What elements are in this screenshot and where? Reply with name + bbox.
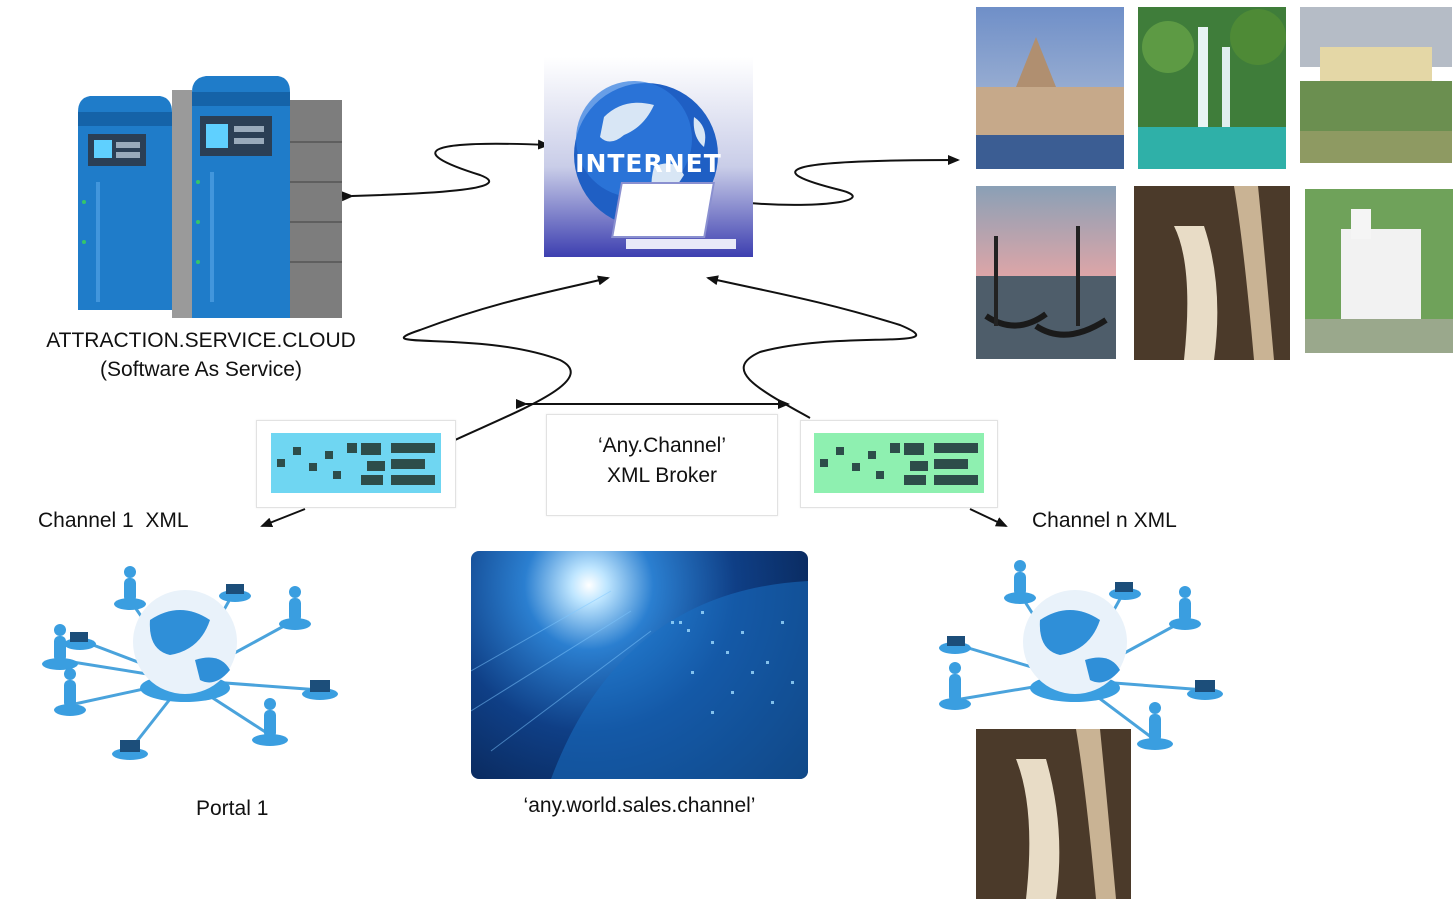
xml-badge-channel-1 xyxy=(256,420,456,508)
xml-barcode-icon xyxy=(271,433,441,493)
palace-photo xyxy=(1300,7,1452,163)
globe-network-people-icon xyxy=(42,566,338,760)
world-sales-channel-image xyxy=(471,551,808,779)
xml-badge-channel-n xyxy=(800,420,998,508)
xml-barcode-icon xyxy=(814,433,984,493)
broker-left-internet-link xyxy=(402,275,610,441)
city-parliament-photo xyxy=(976,7,1124,169)
to-channel-n-arrow xyxy=(969,508,1008,527)
sales-channel-label: ‘any.world.sales.channel’ xyxy=(523,794,756,817)
channel-n-label: Channel n XML xyxy=(1032,509,1177,532)
globe-network-people-icon xyxy=(939,560,1223,750)
cloud-title: ATTRACTION.SERVICE.CLOUD xyxy=(46,329,356,352)
portal-label: Portal 1 xyxy=(196,797,269,820)
internet-icon: INTERNET xyxy=(544,57,753,257)
internet-label: INTERNET xyxy=(575,149,722,178)
server-rack-icon xyxy=(78,76,342,318)
to-channel-1-arrow xyxy=(260,508,306,527)
broker-right-internet-link xyxy=(706,275,918,419)
xml-broker-box: ‘Any.Channel’ XML Broker xyxy=(546,414,778,516)
channel-1-label: Channel 1 XML xyxy=(38,509,189,532)
broker-line-1: ‘Any.Channel’ xyxy=(597,434,727,457)
cave-photo-bottom xyxy=(976,729,1131,899)
cave-photo xyxy=(1134,186,1290,360)
venice-gondola-photo xyxy=(976,186,1116,359)
waterfall-photo xyxy=(1138,7,1286,169)
server-internet-link xyxy=(341,139,550,202)
internet-photos-link xyxy=(727,155,960,207)
castle-photo xyxy=(1305,189,1453,353)
cloud-subtitle: (Software As Service) xyxy=(100,358,302,381)
broker-line-2: XML Broker xyxy=(606,464,718,487)
